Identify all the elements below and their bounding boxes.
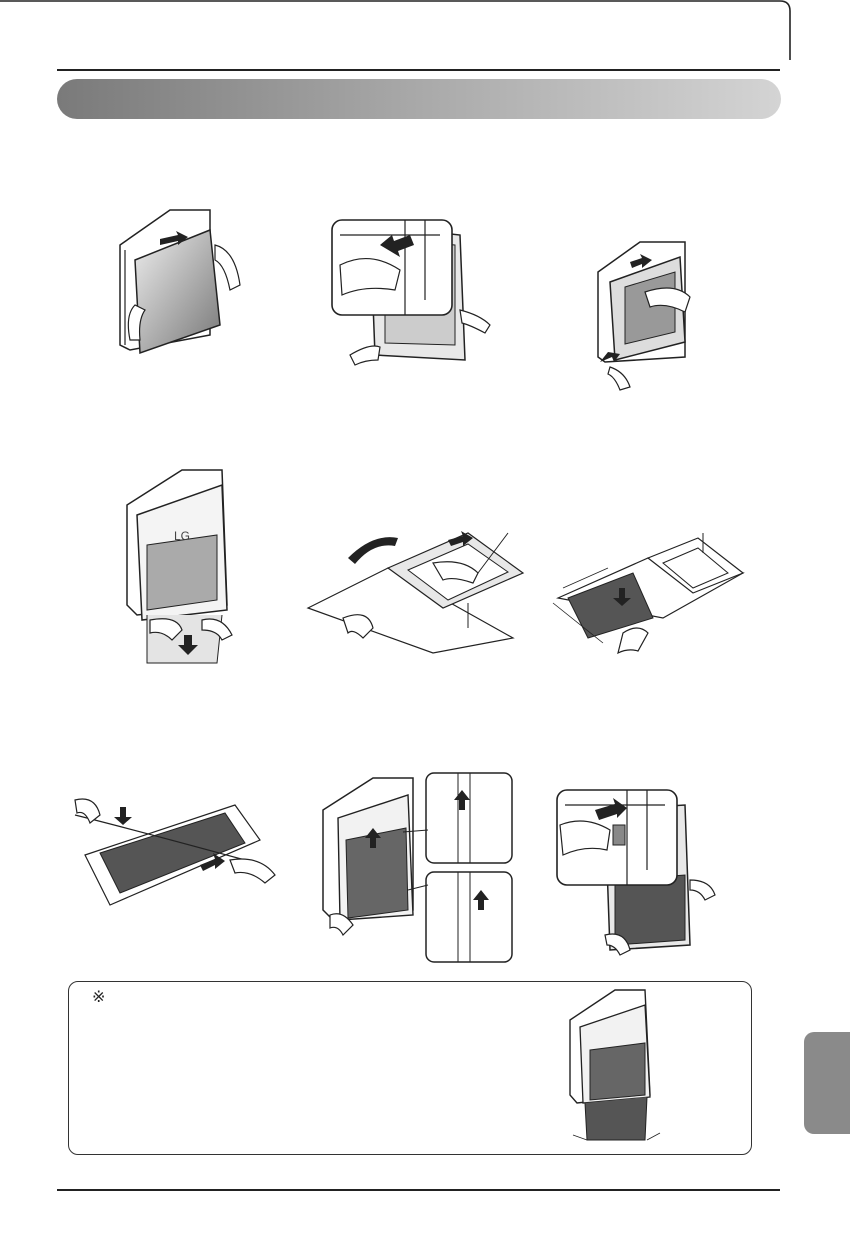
step-4-illustration: LG [122,465,242,665]
hand-icon [75,799,100,823]
zoom-inset-top [426,773,512,863]
lg-logo: LG [174,529,190,543]
step-2-illustration [330,215,500,375]
hand-icon [618,628,648,653]
step-3-illustration [590,232,710,392]
hand-icon [690,880,715,900]
curved-arrow-icon [348,537,398,564]
top-corner-rule [0,0,850,60]
chapter-side-tab [804,1032,850,1134]
header-divider [57,69,780,71]
zoom-inset-bottom [426,872,512,962]
step-1-illustration [110,205,250,355]
step-7-illustration [75,795,280,910]
hand-icon [608,367,630,390]
note-illustration [565,985,665,1150]
hand-icon [350,346,380,365]
hand-icon [343,615,373,638]
step-8-illustration [318,770,518,965]
arrow-down-icon [114,807,132,825]
note-symbol: ※ [92,989,105,1007]
step-5-illustration [303,528,523,653]
step-9-illustration [555,790,725,960]
hand-icon [215,245,240,290]
footer-divider [57,1189,780,1191]
hand-icon [230,859,275,883]
step-6-illustration [553,533,748,655]
section-title-bar [57,79,781,119]
